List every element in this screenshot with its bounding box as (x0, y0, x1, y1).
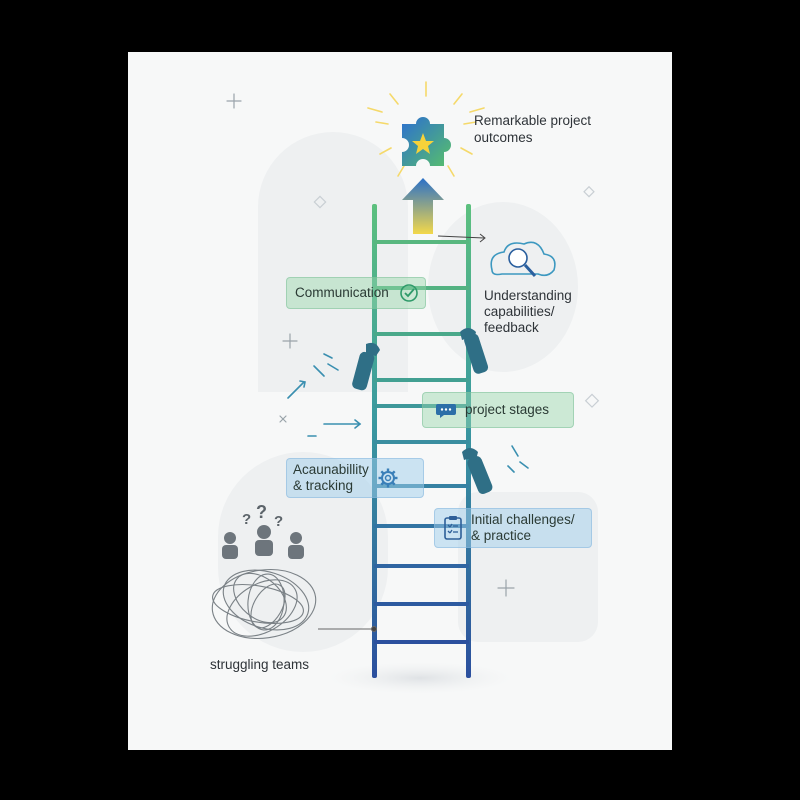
star-icon (412, 133, 434, 154)
speech-bubble-icon (436, 404, 456, 418)
background-shape (258, 132, 408, 392)
struggling-teams-label: struggling teams (210, 657, 310, 672)
svg-text:?: ? (242, 511, 251, 528)
step-label: Acaunabillity & tracking (293, 462, 369, 493)
diagram-canvas: ? ? ? Remarkable project outcomes Unders… (128, 52, 672, 750)
svg-text:?: ? (274, 513, 283, 530)
sparkle-icons (226, 93, 515, 597)
ladder-illustration: ? ? ? (211, 81, 600, 694)
base-connector (318, 626, 377, 632)
side-note-label: Understanding capabilities/ feedback (484, 288, 572, 335)
step-project-stages: project stages (422, 392, 574, 428)
question-marks-icon: ? ? ? (242, 502, 283, 530)
left-hand-icon (352, 342, 380, 391)
step-label: Communication (295, 285, 389, 300)
step-initial-challenges: Initial challenges/ & practice (434, 508, 592, 548)
pointer-arrow (437, 233, 486, 243)
diamond-icons (313, 185, 600, 408)
step-communication: Communication (286, 277, 426, 309)
glow-rays (367, 81, 485, 177)
step-accountability: Acaunabillity & tracking (286, 458, 424, 498)
outcome-label: Remarkable project outcomes (474, 113, 592, 145)
people-icon (222, 525, 304, 559)
motion-lines (287, 353, 529, 473)
lower-hand-icon (462, 448, 493, 495)
step-label: project stages (465, 402, 550, 417)
tangled-scribble-icon (211, 569, 317, 639)
svg-text:?: ? (256, 502, 267, 522)
puzzle-piece-icon (402, 117, 451, 166)
floor-shadow (328, 662, 512, 694)
check-circle-icon (399, 284, 418, 302)
gear-icon (378, 468, 398, 488)
magnifier-cloud-icon (490, 241, 556, 278)
step-label: Initial challenges/ & practice (471, 512, 575, 543)
right-hand-icon (460, 328, 489, 374)
up-arrow-icon (402, 178, 444, 234)
clipboard-icon (444, 516, 462, 540)
